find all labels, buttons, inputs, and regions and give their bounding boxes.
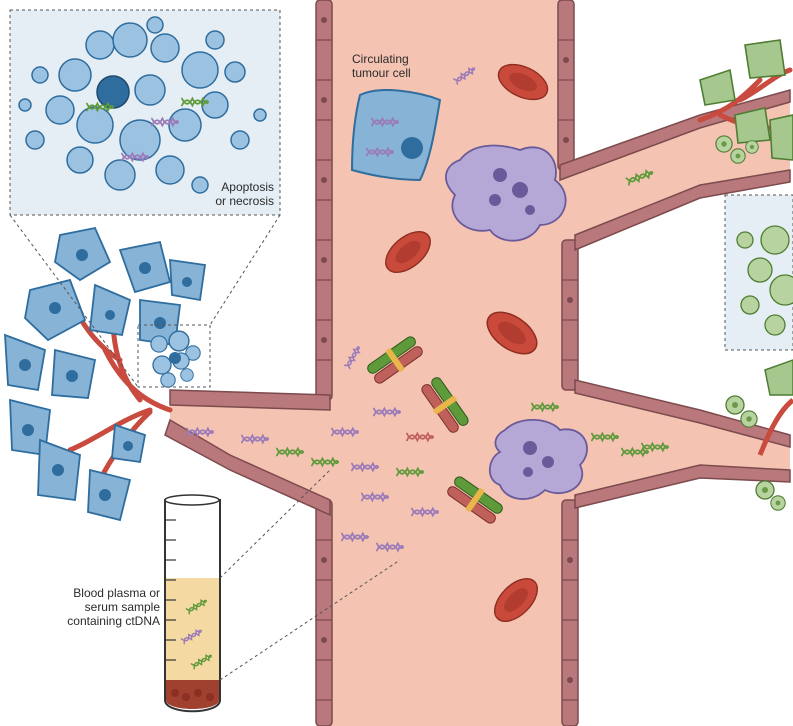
label-line: or necrosis (215, 194, 274, 208)
apoptotic-cell-cluster (150, 330, 201, 388)
primary-tumour (4, 226, 211, 522)
label-line: serum sample (84, 600, 160, 614)
apoptotic-nucleus (96, 75, 130, 109)
white-blood-cell-icon (445, 144, 567, 242)
metastatic-site-upper (697, 39, 793, 164)
white-blood-cell-icon (488, 418, 588, 500)
metastatic-site-lower (725, 359, 793, 511)
label-line: tumour cell (352, 66, 411, 80)
circulating-tumour-cell-label: Circulating tumour cell (352, 52, 411, 80)
blood-vessel (164, 0, 791, 726)
metastasis-inset (724, 194, 793, 351)
circulating-tumour-cell-icon (350, 89, 442, 182)
apoptosis-inset (9, 9, 281, 216)
apoptosis-label: Apoptosis or necrosis (188, 180, 274, 208)
label-line: Blood plasma or (73, 586, 160, 600)
label-line: containing ctDNA (67, 614, 160, 628)
blood-collection-tube-icon (164, 494, 221, 713)
label-line: Apoptosis (221, 180, 274, 194)
blood-sample-label: Blood plasma or serum sample containing … (30, 586, 160, 628)
label-line: Circulating (352, 52, 409, 66)
vessel-lumen (170, 0, 790, 726)
